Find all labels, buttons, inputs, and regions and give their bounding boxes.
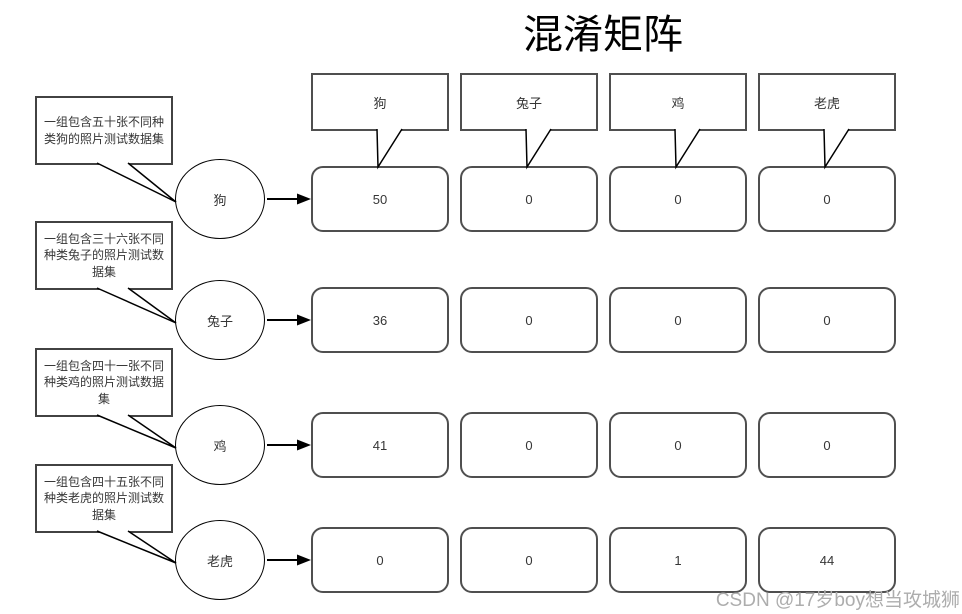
note-tail-tiger: [96, 530, 177, 564]
col-header-rabbit: 兔子: [460, 73, 598, 131]
row-label-text: 兔子: [206, 313, 233, 329]
cell-value: 0: [674, 437, 682, 453]
header-tail-tiger: [823, 128, 850, 170]
arrow-tiger-row: [267, 554, 311, 566]
cell-value: 0: [525, 191, 533, 207]
cell-value: 0: [674, 312, 682, 328]
matrix-cell-r1c1: 0: [460, 287, 598, 353]
header-tail-chicken: [674, 128, 701, 170]
matrix-cell-r0c2: 0: [609, 166, 747, 232]
cell-value: 0: [525, 437, 533, 453]
note-text: 一组包含四十五张不同种类老虎的照片测试数据集: [43, 475, 164, 522]
note-tail-chicken: [96, 414, 177, 449]
note-tail-dog: [96, 162, 177, 203]
matrix-cell-r1c2: 0: [609, 287, 747, 353]
row-label-text: 老虎: [206, 553, 233, 569]
col-header-label: 鸡: [671, 95, 685, 111]
note-dog: 一组包含五十张不同种类狗的照片测试数据集: [35, 96, 173, 165]
matrix-cell-r3c3: 44: [758, 527, 896, 593]
watermark: CSDN @17岁boy想当攻城狮: [715, 590, 960, 611]
note-text: 一组包含三十六张不同种类兔子的照片测试数据集: [43, 232, 164, 279]
arrow-chicken-row: [267, 439, 311, 451]
note-tail-rabbit: [96, 287, 177, 324]
cell-value: 0: [376, 552, 384, 568]
cell-value: 0: [674, 191, 682, 207]
cell-value: 41: [372, 437, 388, 453]
row-label-tiger: 老虎: [175, 520, 265, 600]
arrow-rabbit-row: [267, 314, 311, 326]
col-header-tiger: 老虎: [758, 73, 896, 131]
header-tail-dog: [376, 128, 403, 170]
cell-value: 0: [823, 437, 831, 453]
matrix-cell-r2c1: 0: [460, 412, 598, 478]
matrix-cell-r2c3: 0: [758, 412, 896, 478]
arrow-dog-row: [267, 193, 311, 205]
col-header-label: 老虎: [813, 95, 840, 111]
col-header-dog: 狗: [311, 73, 449, 131]
page-title: 混淆矩阵: [523, 13, 683, 57]
cell-value: 50: [372, 191, 388, 207]
header-tail-rabbit: [525, 128, 552, 170]
cell-value: 0: [823, 191, 831, 207]
matrix-cell-r1c0: 36: [311, 287, 449, 353]
cell-value: 44: [819, 552, 835, 568]
row-label-text: 鸡: [213, 438, 227, 454]
row-label-chicken: 鸡: [175, 405, 265, 485]
matrix-cell-r0c1: 0: [460, 166, 598, 232]
row-label-rabbit: 兔子: [175, 280, 265, 360]
matrix-cell-r2c2: 0: [609, 412, 747, 478]
cell-value: 0: [823, 312, 831, 328]
matrix-cell-r2c0: 41: [311, 412, 449, 478]
cell-value: 0: [525, 552, 533, 568]
note-chicken: 一组包含四十一张不同种类鸡的照片测试数据集: [35, 348, 173, 417]
note-rabbit: 一组包含三十六张不同种类兔子的照片测试数据集: [35, 221, 173, 290]
note-text: 一组包含四十一张不同种类鸡的照片测试数据集: [43, 359, 164, 406]
note-text: 一组包含五十张不同种类狗的照片测试数据集: [43, 115, 164, 146]
cell-value: 36: [372, 312, 388, 328]
col-header-label: 兔子: [515, 95, 542, 111]
row-label-dog: 狗: [175, 159, 265, 239]
matrix-cell-r3c1: 0: [460, 527, 598, 593]
matrix-cell-r3c2: 1: [609, 527, 747, 593]
matrix-cell-r0c3: 0: [758, 166, 896, 232]
col-header-chicken: 鸡: [609, 73, 747, 131]
note-tiger: 一组包含四十五张不同种类老虎的照片测试数据集: [35, 464, 173, 533]
cell-value: 1: [674, 552, 682, 568]
row-label-text: 狗: [213, 192, 227, 208]
matrix-cell-r1c3: 0: [758, 287, 896, 353]
matrix-cell-r0c0: 50: [311, 166, 449, 232]
cell-value: 0: [525, 312, 533, 328]
col-header-label: 狗: [373, 95, 387, 111]
matrix-cell-r3c0: 0: [311, 527, 449, 593]
